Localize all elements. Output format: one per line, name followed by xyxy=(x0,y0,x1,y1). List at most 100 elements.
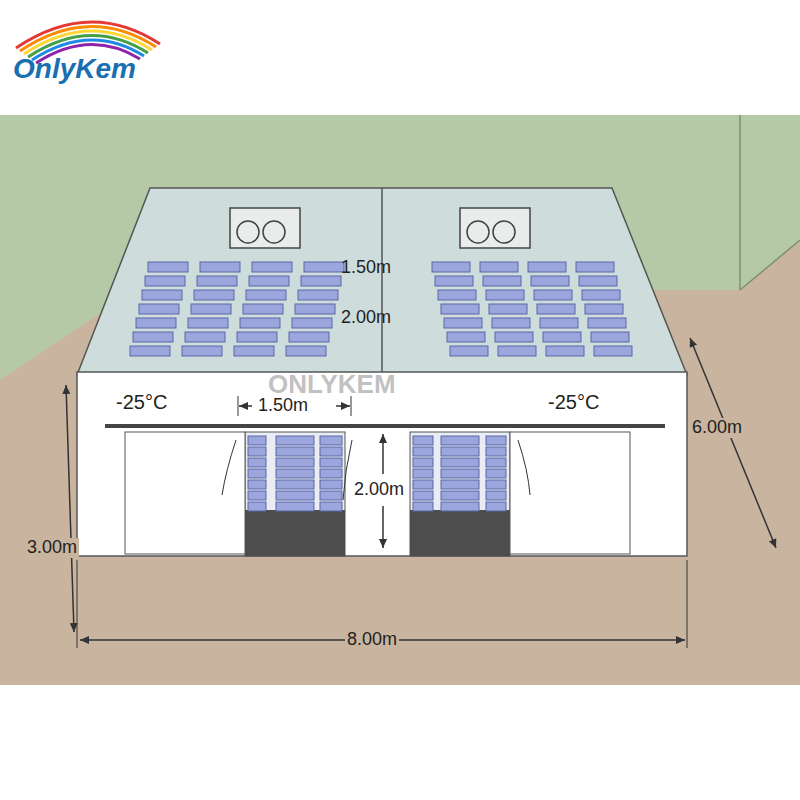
opening-floor xyxy=(245,510,345,556)
storage-box xyxy=(139,304,179,314)
storage-box xyxy=(579,276,617,286)
dimension-label: 1.50m xyxy=(256,396,310,416)
storage-box xyxy=(248,447,266,456)
storage-box xyxy=(432,262,470,272)
storage-box xyxy=(286,346,326,356)
storage-box xyxy=(133,332,173,342)
storage-box xyxy=(234,346,274,356)
dimension-line xyxy=(66,385,74,632)
storage-box xyxy=(588,318,626,328)
storage-box xyxy=(320,502,342,511)
storage-box xyxy=(413,480,433,489)
storage-box xyxy=(450,346,488,356)
storage-box xyxy=(489,304,527,314)
storage-box xyxy=(185,332,225,342)
storage-box xyxy=(304,262,344,272)
storage-box xyxy=(237,332,277,342)
storage-box xyxy=(252,262,292,272)
roof-glass xyxy=(77,188,687,375)
door-opening xyxy=(245,432,345,556)
storage-box xyxy=(444,318,482,328)
storage-box xyxy=(320,491,342,500)
dimension-line xyxy=(239,405,252,407)
storage-box xyxy=(248,436,266,445)
storage-box xyxy=(483,276,521,286)
storage-box xyxy=(276,480,314,489)
back-wall xyxy=(0,115,800,685)
storage-box xyxy=(248,469,266,478)
storage-box xyxy=(276,502,314,511)
extension-line xyxy=(77,560,78,648)
temperature-label: -25°C xyxy=(548,391,599,413)
temperature-label: -25°C xyxy=(116,391,167,413)
storage-box xyxy=(498,346,536,356)
storage-box xyxy=(486,469,506,478)
storage-box xyxy=(495,332,533,342)
storage-box xyxy=(546,346,584,356)
strip-curtain xyxy=(518,440,530,495)
storage-box xyxy=(486,458,506,467)
storage-box xyxy=(148,262,188,272)
storage-box xyxy=(531,276,569,286)
storage-box xyxy=(441,436,479,445)
storage-box xyxy=(591,332,629,342)
door-opening xyxy=(410,432,510,556)
storage-box xyxy=(480,262,518,272)
wall-corner xyxy=(739,115,741,290)
front-wall xyxy=(77,372,687,556)
storage-box xyxy=(248,491,266,500)
storage-box xyxy=(243,304,283,314)
brand-logo: OnlyKem xyxy=(13,54,136,85)
storage-box xyxy=(540,318,578,328)
storage-box xyxy=(320,480,342,489)
dimension-line xyxy=(336,405,350,407)
storage-box xyxy=(585,304,623,314)
storage-box xyxy=(441,447,479,456)
dimension-label: 2.00m xyxy=(352,480,406,500)
evaporator-unit xyxy=(230,208,300,248)
storage-box xyxy=(246,290,286,300)
storage-box xyxy=(534,290,572,300)
storage-box xyxy=(320,469,342,478)
stored-boxes xyxy=(248,436,506,511)
storage-box xyxy=(441,458,479,467)
storage-box xyxy=(492,318,530,328)
strip-curtain xyxy=(343,440,352,500)
sliding-door xyxy=(125,432,245,554)
dimension-label: 6.00m xyxy=(690,418,744,438)
storage-box xyxy=(191,304,231,314)
storage-box xyxy=(413,469,433,478)
storage-box xyxy=(248,502,266,511)
storage-box xyxy=(248,458,266,467)
storage-box xyxy=(486,436,506,445)
dimension-label: 3.00m xyxy=(25,538,79,558)
storage-box xyxy=(413,436,433,445)
dimension-label: 8.00m xyxy=(345,630,399,650)
storage-box xyxy=(582,290,620,300)
storage-box xyxy=(447,332,485,342)
storage-box xyxy=(276,491,314,500)
storage-box xyxy=(486,502,506,511)
storage-box xyxy=(576,262,614,272)
storage-box xyxy=(413,458,433,467)
extension-line xyxy=(687,560,688,648)
dimension-tick xyxy=(238,396,239,416)
watermark: ONLYKEM xyxy=(268,370,396,399)
storage-box xyxy=(441,304,479,314)
floor-corner xyxy=(740,240,800,290)
storage-box xyxy=(130,346,170,356)
storage-box xyxy=(413,502,433,511)
storage-box xyxy=(240,318,280,328)
storage-box xyxy=(320,447,342,456)
storage-box xyxy=(320,458,342,467)
storage-box xyxy=(136,318,176,328)
room-divider xyxy=(381,188,383,375)
storage-box xyxy=(435,276,473,286)
storage-box xyxy=(249,276,289,286)
storage-box xyxy=(197,276,237,286)
storage-box xyxy=(413,447,433,456)
dimension-label: 1.50m xyxy=(341,258,391,278)
storage-box xyxy=(292,318,332,328)
storage-box xyxy=(486,290,524,300)
